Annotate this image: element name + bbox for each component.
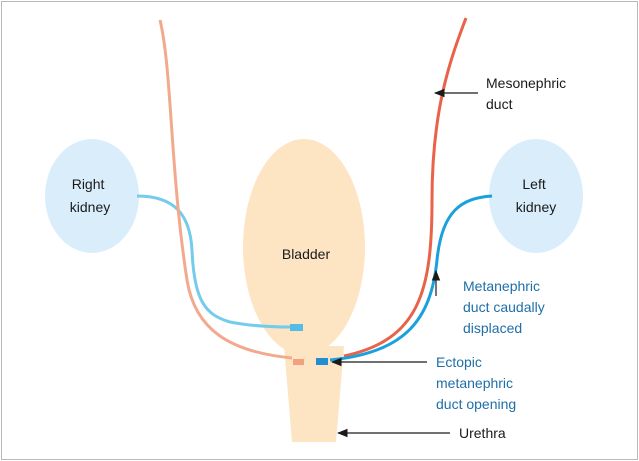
urethra-label: Urethra	[459, 425, 506, 441]
ectopic-metanephric-orifice	[316, 358, 328, 365]
bladder-label: Bladder	[282, 246, 331, 262]
right-mesonephric-orifice	[293, 359, 304, 365]
right-kidney-shape	[45, 139, 139, 253]
normal-metanephric-orifice	[290, 324, 303, 331]
left-kidney-shape	[489, 139, 583, 253]
